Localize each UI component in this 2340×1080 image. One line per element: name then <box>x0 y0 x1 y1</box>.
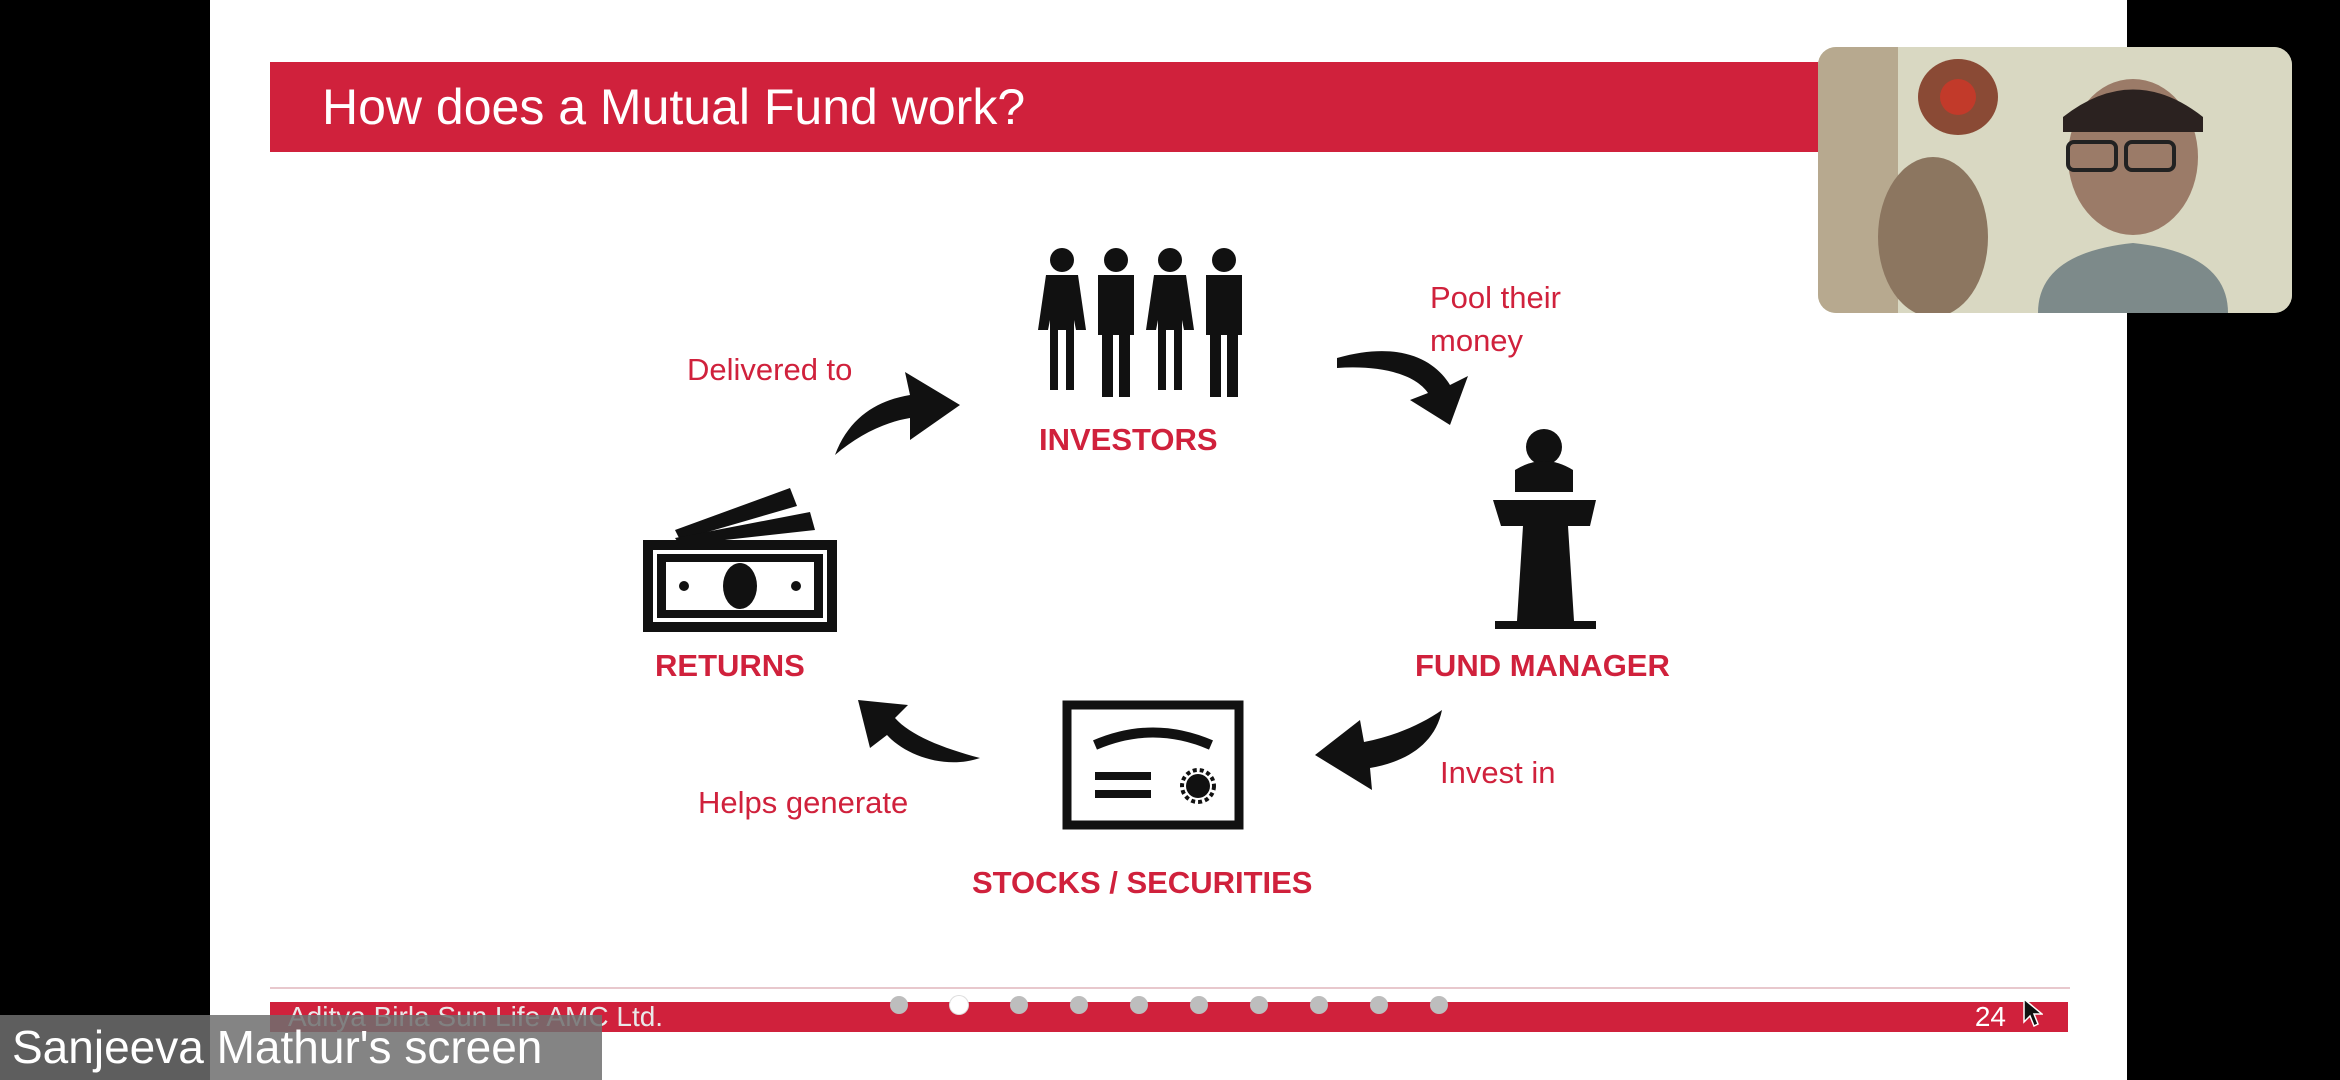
screen-share-label: Sanjeeva Mathur's screen <box>0 1015 602 1080</box>
presentation-slide: How does a Mutual Fund work? <box>210 0 2127 1080</box>
cursor-icon <box>2023 998 2043 1028</box>
podium-icon <box>1493 429 1596 629</box>
generate-label: Helps generate <box>698 785 909 820</box>
progress-dot[interactable] <box>1430 996 1448 1014</box>
delivered-label: Delivered to <box>687 352 853 387</box>
investors-icon <box>1038 248 1242 397</box>
pool-label-line1: Pool their <box>1430 280 1561 315</box>
progress-dot[interactable] <box>1010 996 1028 1014</box>
progress-dot[interactable] <box>1310 996 1328 1014</box>
progress-dot[interactable] <box>1070 996 1088 1014</box>
slide-progress-dots <box>890 996 1450 1016</box>
curved-arrow-icon <box>835 351 1468 790</box>
certificate-icon <box>1062 700 1244 830</box>
progress-dot[interactable] <box>1250 996 1268 1014</box>
fund-manager-label: FUND MANAGER <box>1415 648 1670 683</box>
stocks-label: STOCKS / SECURITIES <box>972 865 1313 900</box>
presenter-video[interactable] <box>1818 47 2292 313</box>
mutual-fund-cycle-diagram <box>643 248 1596 830</box>
presenter-avatar <box>1818 47 2292 313</box>
progress-dot[interactable] <box>890 996 908 1014</box>
progress-dot-active[interactable] <box>950 996 968 1014</box>
progress-dot[interactable] <box>1190 996 1208 1014</box>
slide-title: How does a Mutual Fund work? <box>322 79 1026 135</box>
invest-label: Invest in <box>1440 755 1556 790</box>
progress-dot[interactable] <box>1370 996 1388 1014</box>
investors-label: INVESTORS <box>1039 422 1218 457</box>
returns-label: RETURNS <box>655 648 805 683</box>
footer-divider <box>270 987 2070 989</box>
progress-dot[interactable] <box>1130 996 1148 1014</box>
pool-label-line2: money <box>1430 323 1524 358</box>
slide-page-number: 24 <box>1974 1001 2006 1032</box>
money-icon <box>643 488 837 632</box>
slide-title-bar: How does a Mutual Fund work? <box>270 62 2090 152</box>
